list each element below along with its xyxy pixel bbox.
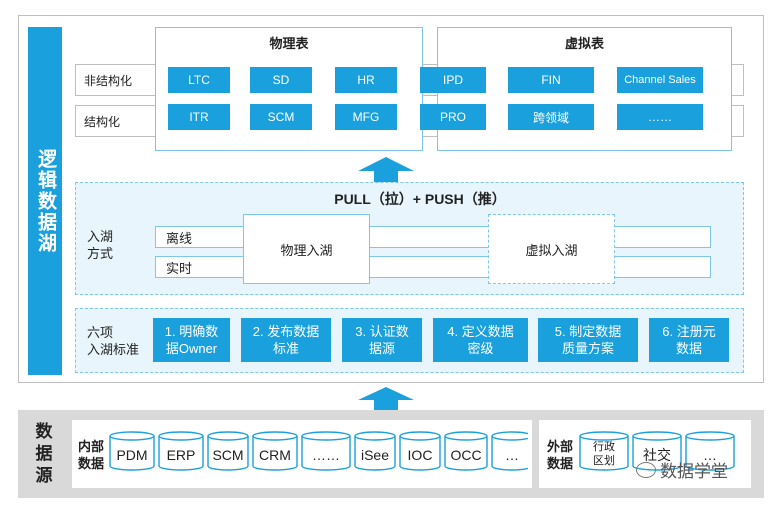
- domain-chip-more: ……: [617, 104, 703, 130]
- internal-source-8-label: OCC: [450, 447, 481, 463]
- external-source-1-label: 行政: [593, 439, 615, 453]
- virtual-ingest-box: 虚拟入湖: [488, 214, 615, 284]
- domain-chip-scm: SCM: [250, 104, 312, 130]
- realtime-label: 实时: [166, 260, 193, 276]
- domain-chip-pro: PRO: [420, 104, 486, 130]
- domain-chip-cross-domain: 跨领域: [508, 104, 594, 130]
- internal-source-7: IOC: [399, 431, 441, 471]
- domain-chip-sd: SD: [250, 67, 312, 93]
- external-source-2: 社交: [632, 431, 682, 471]
- external-source-3-label: …: [703, 447, 717, 463]
- standard-5: 5. 制定数据质量方案: [538, 318, 638, 362]
- internal-source-3: SCM: [207, 431, 249, 471]
- internal-source-4: CRM: [252, 431, 298, 471]
- row-structured-label: 结构化: [84, 114, 121, 129]
- domain-chip-hr: HR: [335, 67, 397, 93]
- offline-label: 离线: [166, 230, 193, 246]
- internal-source-1: PDM: [109, 431, 155, 471]
- up-arrow-icon: [358, 157, 414, 182]
- internal-source-5: ……: [301, 431, 351, 471]
- standard-4: 4. 定义数据密级: [433, 318, 528, 362]
- external-source-1-label: 区划: [593, 454, 615, 467]
- external-source-2-label: 社交: [643, 447, 671, 463]
- internal-source-6: iSee: [354, 431, 396, 471]
- standard-1: 1. 明确数据Owner: [153, 318, 230, 362]
- external-source-3: …: [685, 431, 735, 471]
- row-unstructured-label: 非结构化: [84, 73, 133, 88]
- domain-chip-channel-sales: Channel Sales: [617, 67, 703, 93]
- internal-source-7-label: IOC: [408, 447, 433, 463]
- internal-source-4-label: CRM: [259, 447, 291, 463]
- internal-data-label: 内部数据: [78, 439, 105, 471]
- internal-source-5-label: ……: [312, 447, 340, 463]
- standard-6: 6. 注册元数据: [649, 318, 729, 362]
- pull-push-title: PULL（拉）+ PUSH（推）: [334, 191, 506, 207]
- internal-source-3-label: SCM: [212, 447, 243, 463]
- up-arrow-icon: [358, 387, 414, 411]
- offline-lane: 离线: [155, 226, 711, 248]
- logical-data-lake-label: 逻辑数据湖: [28, 27, 62, 375]
- domain-chip-mfg: MFG: [335, 104, 397, 130]
- internal-source-2-label: ERP: [167, 447, 196, 463]
- standard-2: 2. 发布数据标准: [241, 318, 331, 362]
- internal-source-6-label: iSee: [361, 447, 389, 463]
- data-sources-label: 数据源: [35, 422, 53, 485]
- standard-3: 3. 认证数据源: [342, 318, 422, 362]
- watermark: 数据学堂: [636, 457, 728, 482]
- watermark-text: 数据学堂: [660, 462, 728, 481]
- physical-ingest-box: 物理入湖: [243, 214, 370, 284]
- domain-chip-itr: ITR: [168, 104, 230, 130]
- internal-source-1-label: PDM: [116, 447, 147, 463]
- internal-source-8: OCC: [444, 431, 488, 471]
- physical-table-title: 物理表: [269, 35, 309, 51]
- wechat-icon: [636, 461, 656, 478]
- internal-source-9: …: [491, 431, 528, 471]
- realtime-lane: 实时: [155, 256, 711, 278]
- standards-label: 六项入湖标准: [87, 325, 140, 357]
- internal-source-cylinders: PDM ERP SCM CRM …… iSee IOC OCC …: [109, 431, 528, 471]
- internal-source-2: ERP: [158, 431, 204, 471]
- external-source-cylinders: 行政区划社交…: [579, 431, 735, 471]
- ingest-method-label: 入湖方式: [87, 229, 114, 261]
- domain-chip-ipd: IPD: [420, 67, 486, 93]
- internal-source-9-label: …: [505, 447, 519, 463]
- external-data-label: 外部数据: [547, 439, 574, 471]
- domain-chip-fin: FIN: [508, 67, 594, 93]
- domain-chip-ltc: LTC: [168, 67, 230, 93]
- virtual-table-title: 虚拟表: [564, 35, 604, 51]
